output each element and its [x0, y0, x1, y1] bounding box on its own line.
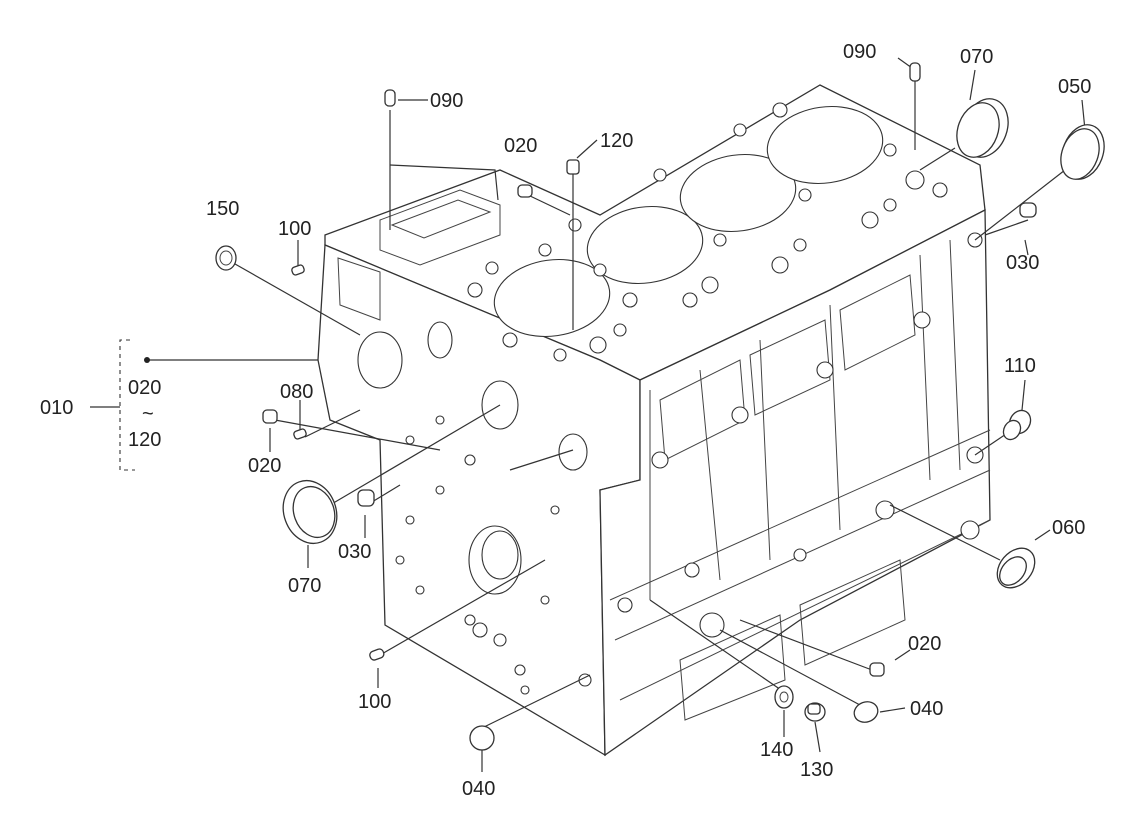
cylinder-bore-1 [493, 258, 611, 338]
callout-060: 060 [1052, 517, 1085, 539]
callout-040-right: 040 [910, 698, 943, 720]
callout-020-top: 020 [504, 135, 537, 157]
cylinder-block [317, 84, 991, 757]
part-040-disc-right [853, 701, 879, 723]
callout-100-bottom: 100 [358, 691, 391, 713]
front-large-bore [357, 331, 403, 389]
callout-090-left: 090 [430, 90, 463, 112]
leader-lines [90, 57, 1086, 772]
callout-090-right: 090 [843, 41, 876, 63]
callout-070-left: 070 [288, 575, 321, 597]
part-060-seal [996, 547, 1036, 589]
callout-120-top: 120 [600, 130, 633, 152]
part-140-washer [774, 685, 794, 709]
callout-050: 050 [1058, 76, 1091, 98]
part-040-disc-bottom [469, 725, 495, 751]
group-010-anchor-dot [144, 357, 150, 363]
callout-020-left: 020 [248, 455, 281, 477]
part-120-pin-top [566, 159, 580, 175]
part-020-plug-bottom [869, 662, 885, 677]
callout-110: 110 [1004, 355, 1036, 377]
callout-010: 010 [40, 397, 73, 419]
part-100-pin-top [291, 264, 305, 276]
callout-020-bottom: 020 [908, 633, 941, 655]
part-100-pin-bottom [369, 648, 385, 661]
callout-040-bottom: 040 [462, 778, 495, 800]
callout-080: 080 [280, 381, 313, 403]
callout-030-left: 030 [338, 541, 371, 563]
part-070-cap-top [956, 98, 1009, 158]
cylinder-bore-2 [586, 205, 704, 285]
callout-120-group: 120 [128, 429, 161, 451]
part-070-seal-left [282, 479, 338, 545]
part-110-pin [1002, 409, 1032, 441]
part-050-disc [1060, 124, 1105, 180]
part-020-plug-top [517, 184, 533, 198]
callout-020-group: 020 [128, 377, 161, 399]
callout-030-right: 030 [1006, 252, 1039, 274]
callout-070-top: 070 [960, 46, 993, 68]
cylinder-bore-4 [766, 105, 884, 185]
part-150-plug [215, 245, 237, 271]
part-130-bolt [804, 702, 826, 722]
part-030-plug-right [1019, 202, 1037, 218]
callout-labels: 010 020 ~ 120 150 100 090 020 120 090 07… [40, 41, 1091, 800]
cylinder-bore-3 [679, 153, 797, 233]
loose-parts [144, 62, 1105, 751]
part-090-pin-left [384, 89, 396, 107]
part-020-plug-left [262, 409, 278, 424]
part-030-plug-left [357, 489, 375, 507]
part-080-pin [293, 428, 307, 440]
callout-tilde: ~ [142, 403, 154, 425]
callout-150: 150 [206, 198, 239, 220]
callout-100-top: 100 [278, 218, 311, 240]
callout-130: 130 [800, 759, 833, 781]
callout-140: 140 [760, 739, 793, 761]
part-090-pin-right [909, 62, 921, 82]
